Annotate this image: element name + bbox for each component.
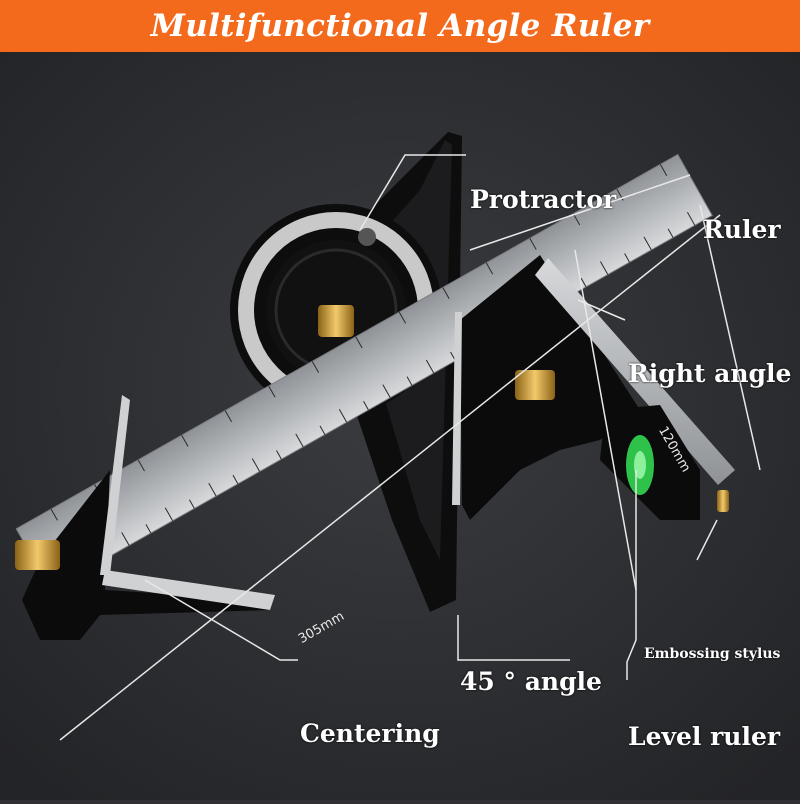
- protractor-lock-nut: [318, 305, 354, 337]
- label-embossing-stylus: Embossing stylus: [644, 646, 781, 662]
- label-right-angle: Right angle: [628, 359, 792, 388]
- square-lock-nut: [515, 370, 555, 400]
- label-protractor: Protractor: [470, 185, 617, 214]
- embossing-stylus: [717, 490, 729, 512]
- label-45-angle: 45 ° angle: [460, 667, 602, 696]
- centering-lock-nut: [15, 540, 60, 570]
- label-level-ruler: Level ruler: [628, 722, 781, 751]
- square-head: [452, 255, 735, 520]
- product-photo: Protractor Ruler Right angle 120mm Embos…: [0, 52, 800, 800]
- combination-square-illustration: [0, 52, 800, 800]
- label-ruler: Ruler: [703, 215, 781, 244]
- square-steel-edge: [535, 258, 735, 485]
- protractor-screw: [358, 228, 376, 246]
- title-banner: Multifunctional Angle Ruler: [0, 0, 800, 52]
- label-centering: Centering: [300, 719, 440, 748]
- callout-lines: [59, 154, 761, 741]
- miter-edge: [452, 312, 462, 505]
- page-title: Multifunctional Angle Ruler: [150, 8, 650, 44]
- centering-blade-upper: [100, 395, 130, 575]
